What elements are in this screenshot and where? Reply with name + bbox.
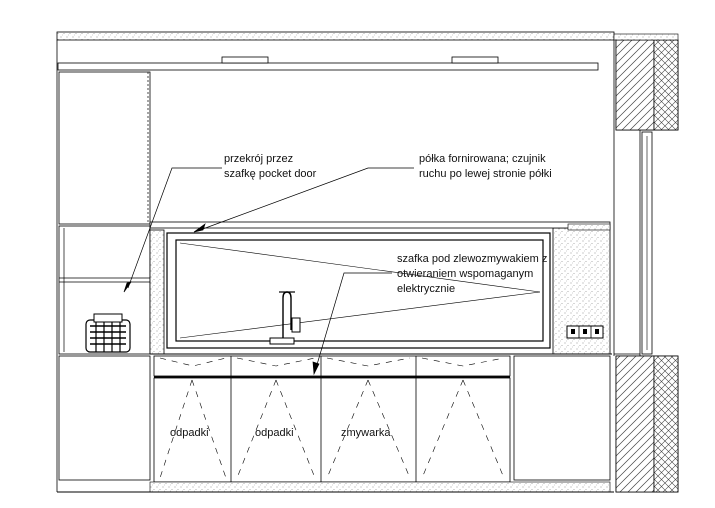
front-label-zmywarka: zmywarka — [341, 427, 391, 439]
leader-lines — [123, 167, 414, 376]
base-cabinets — [57, 355, 614, 493]
ceiling-slab — [56, 31, 615, 41]
faucet-icon — [269, 291, 301, 345]
front-label-odpadki-1: odpadki — [170, 427, 209, 439]
svg-text:otwieraniem wspomaganym: otwieraniem wspomaganym — [397, 268, 533, 280]
svg-text:półka fornirowana; czujnik: półka fornirowana; czujnik — [419, 153, 546, 165]
window — [166, 232, 551, 349]
toaster-icon — [85, 313, 131, 353]
tall-cabinet — [58, 71, 151, 481]
svg-text:szafkę pocket door: szafkę pocket door — [224, 168, 317, 180]
svg-text:ruchu po lewej stronie półki: ruchu po lewej stronie półki — [419, 168, 552, 180]
svg-text:szafka pod zlewozmywakiem z: szafka pod zlewozmywakiem z — [397, 253, 547, 265]
svg-text:elektrycznie: elektrycznie — [397, 283, 455, 295]
right-wall — [613, 33, 679, 493]
power-sockets — [566, 325, 604, 339]
annotation-pocket-door: przekrój przez szafkę pocket door — [224, 153, 317, 180]
veneered-shelf — [149, 221, 611, 231]
annotation-shelf: półka fornirowana; czujnik ruchu po lewe… — [419, 153, 552, 180]
svg-text:przekrój przez: przekrój przez — [224, 153, 293, 165]
front-label-odpadki-2: odpadki — [255, 427, 294, 439]
top-shelf — [57, 56, 599, 71]
annotation-sink-cabinet: szafka pod zlewozmywakiem z otwieraniem … — [397, 253, 547, 295]
opening-direction-lines — [159, 357, 505, 479]
